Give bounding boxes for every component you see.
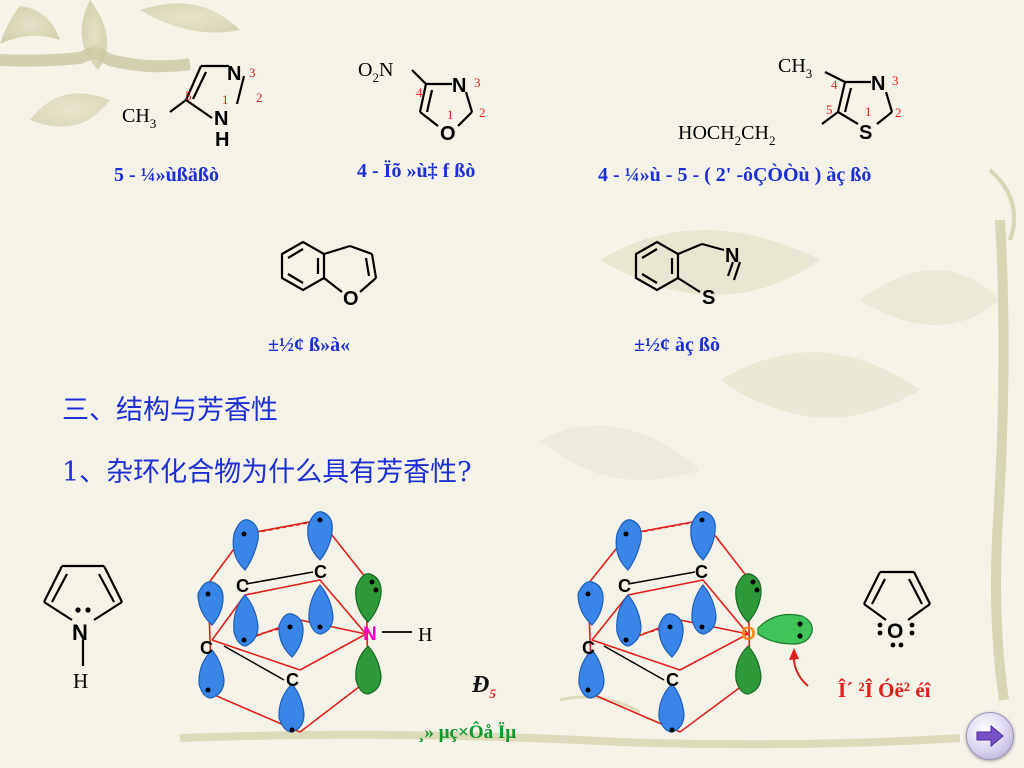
- furan-small-o: O: [887, 620, 903, 643]
- pyrrole-small-n: N: [72, 620, 88, 645]
- m3-num-3: 3: [892, 73, 899, 88]
- benzothiazole-structure: [634, 240, 742, 293]
- thiazole-structure: [821, 71, 894, 125]
- furan-c2: C: [695, 562, 708, 582]
- pyrrole-small-structure: [43, 564, 123, 666]
- furan-orbital-diagram: C C C C O: [577, 511, 813, 733]
- pyrrole-small-h: H: [73, 669, 88, 693]
- furan-p-orbitals-blue: [577, 511, 717, 733]
- next-slide-button[interactable]: [966, 712, 1014, 760]
- m3-ring-s: S: [859, 122, 872, 144]
- lone-pair-note: Î´ ²Î Óë² éî: [838, 678, 931, 702]
- bamboo-right-icon: [991, 219, 1009, 701]
- m2-num-4: 4: [416, 85, 423, 100]
- caption-nitroisoxazole: 4 - Ïõ »ù‡ f ßò: [357, 160, 476, 182]
- furan-c4: C: [666, 670, 679, 690]
- furan-c1: C: [618, 576, 631, 596]
- pi-system-label: Ð5: [472, 672, 496, 701]
- furan-p-orbitals-green: [735, 573, 762, 695]
- m3-num-5: 5: [826, 102, 833, 117]
- m1-num-3: 3: [249, 65, 256, 80]
- nitroisoxazole-structure: [411, 69, 474, 127]
- benzofuran-structure: [280, 240, 378, 293]
- pyrrole-n: N: [363, 624, 377, 645]
- bamboo-bottom-icon: [179, 730, 961, 749]
- section-heading: 三、结构与芳香性: [62, 395, 278, 426]
- m2-num-1: 1: [447, 107, 454, 122]
- methylimidazole-structure: [169, 64, 246, 119]
- benzothiazole-s: S: [702, 287, 715, 309]
- m1-num-1: 1: [222, 92, 229, 107]
- pyrrole-c2: C: [314, 562, 327, 582]
- benzofuran-o: O: [343, 288, 359, 310]
- caption-methylimidazole: 5 - ¼»ùßäßò: [114, 164, 220, 186]
- furan-c3: C: [582, 638, 595, 658]
- caption-benzothiazole: ±½¢ àç ßò: [634, 334, 720, 356]
- m3-num-1: 1: [865, 104, 872, 119]
- furan-o: O: [741, 624, 756, 645]
- pyrrole-p-orbitals-blue: [197, 511, 334, 733]
- pyrrole-h: H: [418, 624, 432, 646]
- pyrrole-p-orbitals-green: [355, 573, 382, 695]
- m1-nh-h: H: [215, 129, 229, 151]
- m3-num-2: 2: [895, 105, 902, 120]
- m2-num-2: 2: [479, 105, 486, 120]
- m1-nh-n: N: [214, 108, 228, 130]
- pyrrole-c1: C: [236, 576, 249, 596]
- question-heading: 1、杂环化合物为什么具有芳香性?: [62, 457, 472, 488]
- conjugation-note: ¸» µç×Ôå Ïµ: [418, 722, 517, 743]
- caption-thiazole: 4 - ¼»ù - 5 - ( 2' -ôÇÒÒù ) àç ßò: [598, 164, 872, 186]
- furan-sp2-lone-pair: [757, 613, 813, 645]
- furan-small-structure: [863, 570, 931, 621]
- m1-num-2: 2: [256, 90, 263, 105]
- m2-no2: O2N: [358, 59, 393, 85]
- pyrrole-c3: C: [200, 638, 213, 658]
- m1-ch3: CH3: [122, 105, 156, 131]
- next-arrow-icon: [976, 724, 1004, 748]
- m3-ring-n: N: [871, 73, 885, 95]
- m3-num-4: 4: [831, 77, 838, 92]
- m1-ring-n: N: [227, 63, 241, 85]
- m1-num-5: 5: [185, 88, 192, 103]
- m2-ring-o: O: [440, 123, 456, 145]
- pyrrole-orbital-diagram: C C C C N H: [197, 511, 432, 733]
- m3-chain: HOCH2CH2: [678, 122, 775, 148]
- m2-ring-n: N: [452, 75, 466, 97]
- m2-num-3: 3: [474, 75, 481, 90]
- pyrrole-electrons: [205, 517, 379, 733]
- benzothiazole-n: N: [725, 245, 739, 267]
- caption-benzofuran: ±½¢ ß»à«: [268, 334, 351, 356]
- m3-ch3: CH3: [778, 55, 812, 81]
- pyrrole-c4: C: [286, 670, 299, 690]
- furan-electrons: [585, 517, 803, 733]
